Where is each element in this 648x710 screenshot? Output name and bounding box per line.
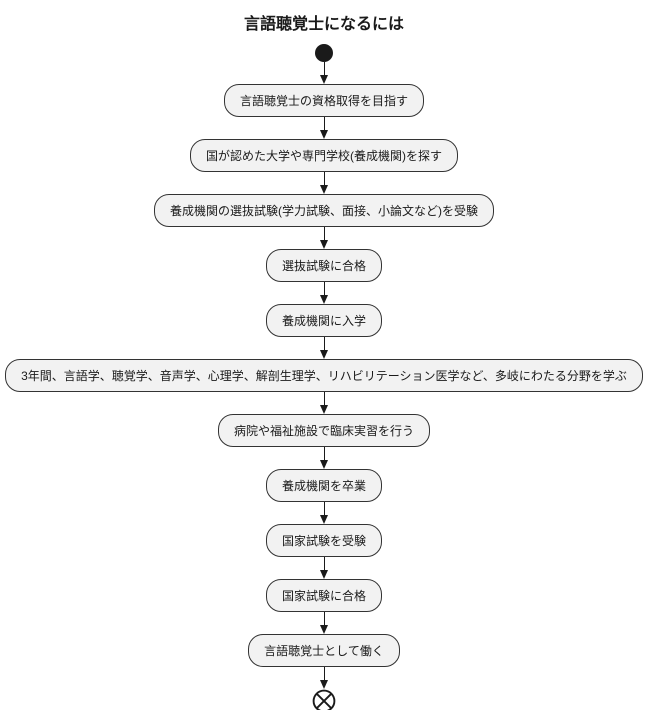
arrow-line (323, 62, 325, 76)
arrow-head (320, 680, 328, 689)
arrow-line (323, 502, 325, 516)
arrow-head (320, 515, 328, 524)
arrow-line (323, 172, 325, 186)
flow-node-enroll: 養成機関に入学 (265, 304, 382, 337)
flow-node-pass-selection: 選抜試験に合格 (265, 249, 382, 282)
arrow-down-icon (319, 62, 329, 84)
flow-node-entrance-exam: 養成機関の選抜試験(学力試験、面接、小論文など)を受験 (154, 194, 494, 227)
arrow-head (320, 350, 328, 359)
arrow-head (320, 460, 328, 469)
arrow-down-icon (319, 392, 329, 414)
arrow-line (323, 447, 325, 461)
arrow-head (320, 185, 328, 194)
arrow-head (320, 625, 328, 634)
arrow-line (323, 612, 325, 626)
arrow-head (320, 75, 328, 84)
flow-node-graduate: 養成機関を卒業 (265, 469, 382, 502)
arrow-down-icon (319, 667, 329, 689)
start-node-icon (315, 44, 333, 62)
arrow-down-icon (319, 282, 329, 304)
end-node-icon (312, 689, 336, 710)
arrow-down-icon (319, 227, 329, 249)
arrow-line (323, 667, 325, 681)
arrow-line (323, 282, 325, 296)
arrow-down-icon (319, 447, 329, 469)
flow-node-study-fields: 3年間、言語学、聴覚学、音声学、心理学、解剖生理学、リハビリテーション医学など、… (5, 359, 643, 392)
arrow-head (320, 295, 328, 304)
arrow-down-icon (319, 612, 329, 634)
arrow-line (323, 117, 325, 131)
arrow-line (323, 337, 325, 351)
arrow-line (323, 227, 325, 241)
arrow-head (320, 570, 328, 579)
flow-node-goal: 言語聴覚士の資格取得を目指す (223, 84, 424, 117)
arrow-down-icon (319, 117, 329, 139)
arrow-down-icon (319, 502, 329, 524)
flow-node-find-school: 国が認めた大学や専門学校(養成機関)を探す (190, 139, 458, 172)
diagram-title: 言語聴覚士になるには (243, 16, 404, 33)
arrow-down-icon (319, 337, 329, 359)
flow-node-work-as-therapist: 言語聴覚士として働く (248, 634, 400, 667)
arrow-head (320, 130, 328, 139)
arrow-down-icon (319, 172, 329, 194)
arrow-line (323, 392, 325, 406)
arrow-head (320, 405, 328, 414)
flow-node-clinical-training: 病院や福祉施設で臨床実習を行う (217, 414, 430, 447)
arrow-down-icon (319, 557, 329, 579)
flow-node-pass-national-exam: 国家試験に合格 (265, 579, 382, 612)
flow-node-take-national-exam: 国家試験を受験 (265, 524, 382, 557)
arrow-line (323, 557, 325, 571)
arrow-head (320, 240, 328, 249)
